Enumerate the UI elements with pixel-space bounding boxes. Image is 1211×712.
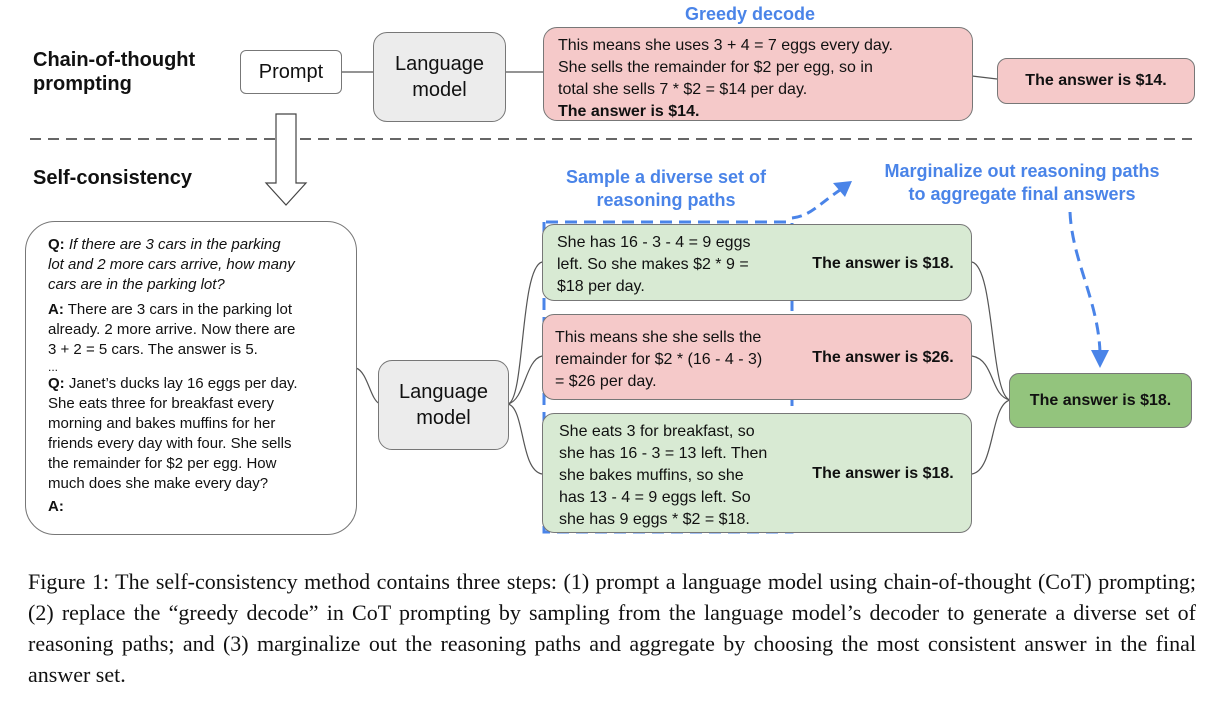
path-2-line-1: This means she she sells the [555,329,762,346]
cot-title: Chain-of-thought prompting [33,48,195,96]
sc-language-model-box: Language model [378,360,509,450]
q2-text-1: Janet’s ducks lay 16 eggs per day. [64,375,298,392]
path-1-line-2: left. So she makes $2 * 9 = [557,256,749,273]
greedy-decode-box: This means she uses 3 + 4 = 7 eggs every… [543,27,973,121]
path-2-to-final-line [971,355,1011,401]
a1-line-3: 3 + 2 = 5 cars. The answer is 5. [48,341,258,358]
a1-line-2: already. 2 more arrive. Now there are [48,321,296,338]
q1-line-3: cars are in the parking lot? [48,275,342,295]
greedy-line-2: She sells the remainder for $2 per egg, … [558,59,873,76]
q2-line-2: She eats three for breakfast every [48,395,274,412]
q1-text-2: lot and 2 more cars arrive, how many [48,256,295,273]
greedy-line-1: This means she uses 3 + 4 = 7 eggs every… [558,37,893,54]
greedy-decode-label: Greedy decode [684,4,816,24]
a1-label: A: [48,301,64,318]
q1-text-1: If there are 3 cars in the parking [64,236,281,253]
lm-to-path-1-line [507,261,543,405]
sample-to-marginalize-arrow [791,188,841,220]
q1-label: Q: [48,236,65,253]
sample-label-line1: Sample a diverse set of [565,167,767,187]
greedy-to-answer-line [971,75,998,80]
path-3-line-1: She eats 3 for breakfast, so [559,423,755,440]
path-2-line-2: remainder for $2 * (16 - 4 - 3) [555,351,763,368]
sc-lm-line2: model [416,407,471,429]
path-3-line-4: has 13 - 4 = 9 eggs left. So [559,489,751,506]
sc-prompt-box: Q: If there are 3 cars in the parking lo… [25,221,357,535]
cot-lm-line2: model [412,79,467,101]
a1-line-1: A: There are 3 cars in the parking lot [48,300,342,320]
cot-lm-line1: Language [395,53,484,75]
path-3-answer: The answer is $18. [812,465,954,482]
cot-language-model-box: Language model [373,32,506,122]
path-3-line-2: she has 16 - 3 = 13 left. Then [559,445,768,462]
cot-title-line1: Chain-of-thought [33,49,196,71]
sample-label-line2: reasoning paths [596,190,736,210]
greedy-line-3: total she sells 7 * $2 = $14 per day. [558,81,808,98]
path-2-answer: The answer is $26. [812,349,954,366]
path-3-reasoning: She eats 3 for breakfast, so she has 16 … [559,421,791,531]
q2-line-6: much does she make every day? [48,475,269,492]
path-2-line-3: = $26 per day. [555,373,657,390]
path-1-answer: The answer is $18. [812,254,954,272]
path-1-reasoning: She has 16 - 3 - 4 = 9 eggs left. So she… [557,232,789,298]
path-3-line-3: she bakes muffins, so she [559,467,744,484]
path-2-reasoning: This means she she sells the remainder f… [555,327,795,393]
q2-line-4: friends every day with four. She sells [48,435,292,452]
cot-prompt-label: Prompt [258,61,324,83]
reasoning-path-3: She eats 3 for breakfast, so she has 16 … [542,413,972,533]
path-1-line-1: She has 16 - 3 - 4 = 9 eggs [557,234,751,251]
sc-title: Self-consistency [33,167,192,189]
reasoning-path-1: She has 16 - 3 - 4 = 9 eggs left. So she… [542,224,972,301]
figure-caption-text: Figure 1: The self-consistency method co… [28,569,1196,687]
marginalize-label-line2: to aggregate final answers [908,184,1136,204]
figure-caption: Figure 1: The self-consistency method co… [28,566,1196,694]
a1-text-1: There are 3 cars in the parking lot [63,301,293,318]
reasoning-path-2: This means she she sells the remainder f… [542,314,972,400]
q1-line-1: Q: If there are 3 cars in the parking [48,235,342,255]
cot-answer-box: The answer is $14. [997,58,1195,104]
marginalize-to-final-arrow [1068,211,1102,353]
q1-line-2: lot and 2 more cars arrive, how many [48,255,342,275]
path-3-to-final-line [971,399,1011,475]
sc-prompt-to-lm-line [355,367,381,405]
lm-to-path-2-line [507,355,543,405]
q2-label: Q: [48,375,65,392]
sc-lm-line1: Language [399,381,488,403]
final-answer-box: The answer is $18. [1009,373,1192,428]
marginalize-to-final-arrowhead [1091,350,1109,368]
a2-label: A: [48,498,64,515]
q2-line-3: morning and bakes muffins for her [48,415,276,432]
cot-title-line2: prompting [33,73,132,95]
sample-to-marginalize-arrowhead [833,181,852,197]
sample-label: Sample a diverse set of reasoning paths [540,166,792,212]
path-1-line-3: $18 per day. [557,278,645,295]
marginalize-label: Marginalize out reasoning paths to aggre… [852,160,1192,206]
greedy-line-4: The answer is $14. [558,103,700,120]
path-3-line-5: she has 9 eggs * $2 = $18. [559,511,750,528]
q2-line-5: the remainder for $2 per egg. How [48,455,277,472]
hollow-down-arrow [264,113,308,206]
prompt-ellipsis: ... [48,360,59,374]
q2-line-1: Q: Janet’s ducks lay 16 eggs per day. [48,374,342,394]
path-1-to-final-line [971,261,1011,401]
marginalize-label-line1: Marginalize out reasoning paths [884,161,1160,181]
cot-prompt-box: Prompt [240,50,342,94]
lm-to-path-3-line [507,403,543,475]
q1-text-3: cars are in the parking lot? [48,276,225,293]
